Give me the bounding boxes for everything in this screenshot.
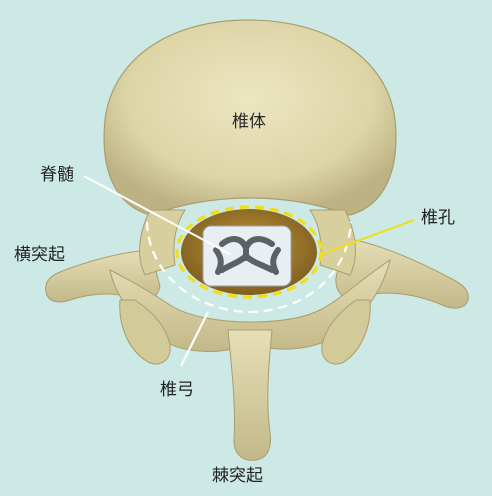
spinous-process: [228, 330, 272, 460]
right-pedicle: [310, 210, 355, 275]
vertebral-body-label: 椎体: [232, 114, 266, 131]
spinous-process-label: 棘突起: [212, 468, 263, 485]
spinal-cord-label: 脊髄: [40, 167, 74, 184]
vertebral-arch-label: 椎弓: [160, 382, 194, 399]
vertebral-foramen-label: 椎孔: [421, 210, 455, 227]
transverse-process-label: 横突起: [14, 247, 65, 264]
